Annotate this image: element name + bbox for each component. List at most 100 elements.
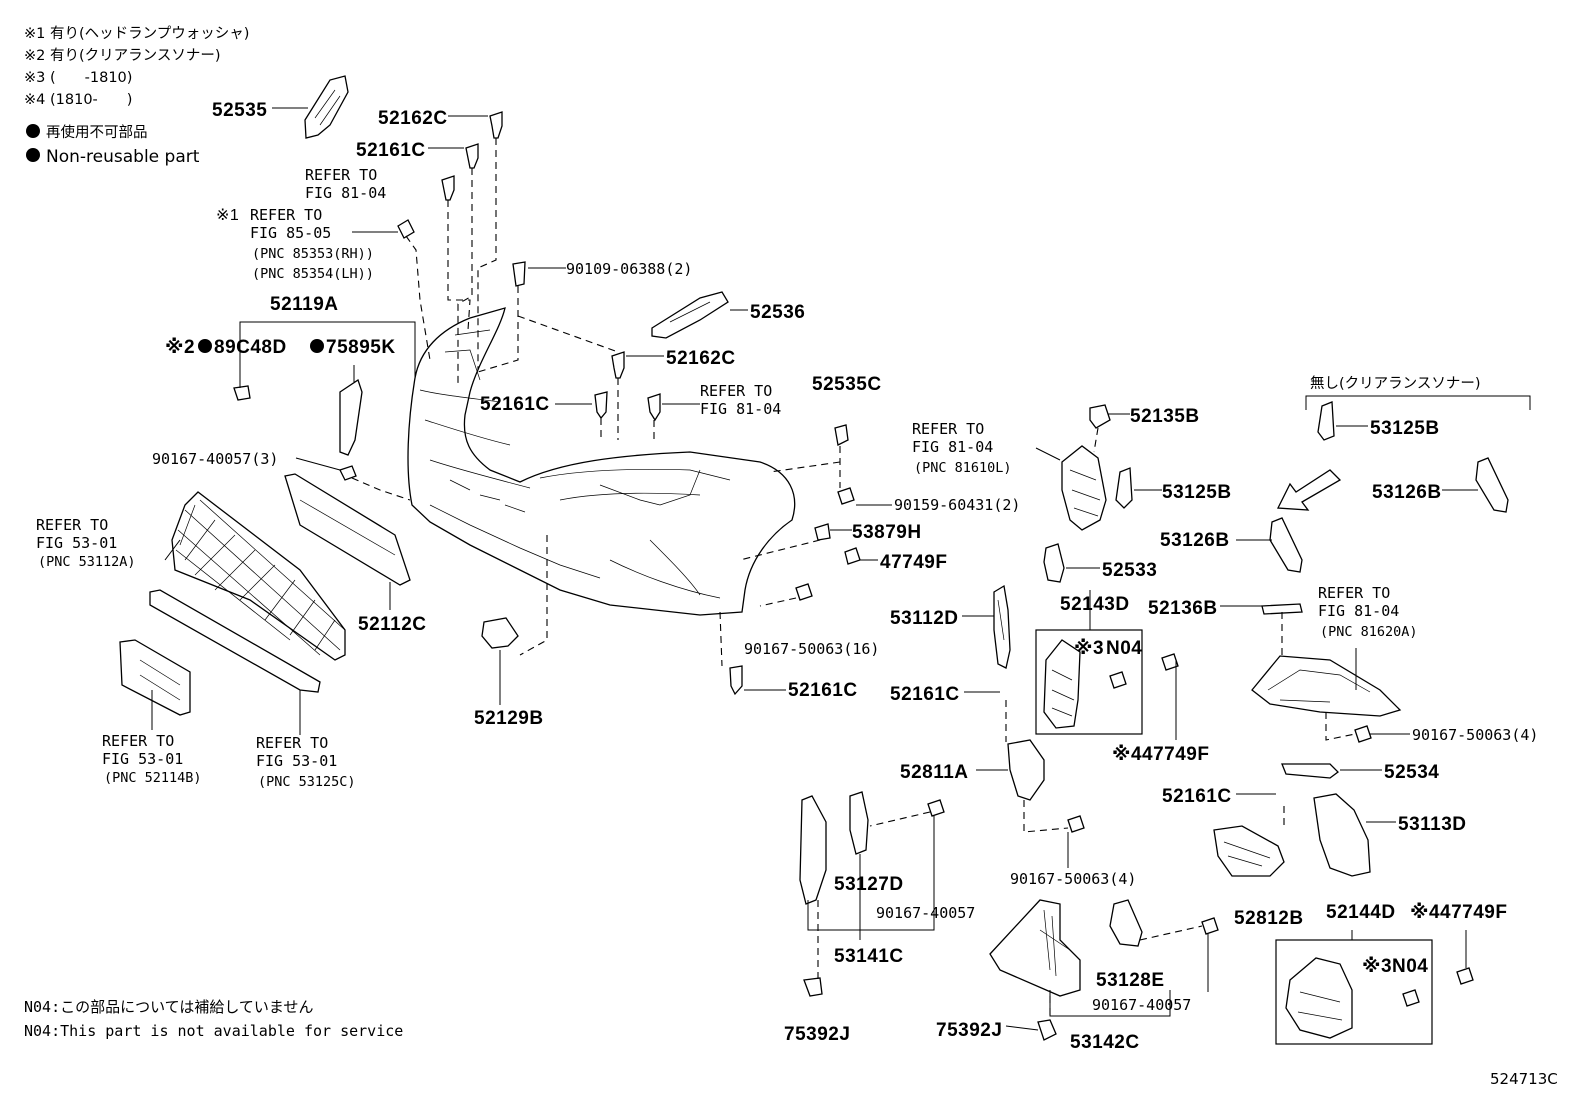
label-52161C-right: 52161C (890, 684, 960, 705)
label-75895K: 75895K (326, 337, 396, 358)
label-75392J-right: 75392J (936, 1020, 1002, 1041)
bracket-52136B (1261, 603, 1303, 615)
cover-53125B-b (1317, 401, 1335, 441)
label-52135B: 52135B (1130, 406, 1200, 427)
ref-3-line-2: FIG 81-04 (700, 400, 781, 418)
label-53113D: 53113D (1398, 814, 1467, 835)
screw-icon (339, 465, 1474, 1007)
ref-8-line-1: REFER TO (256, 734, 328, 752)
arrow-icon (1276, 469, 1342, 511)
label-90167-50063-16: 90167-50063(16) (744, 640, 879, 658)
bumper-reinforcement-strip (339, 378, 363, 456)
ref-2-line-2: FIG 85-05 (250, 224, 331, 242)
bracket-52536 (651, 291, 729, 339)
ref-1-line-1: REFER TO (305, 166, 377, 184)
label-52534: 52534 (1384, 762, 1439, 783)
bracket-52535 (304, 75, 349, 139)
label-53125B-left: 53125B (1162, 482, 1232, 503)
label-N04-a: N04 (1106, 638, 1142, 659)
label-52812B: 52812B (1234, 908, 1304, 929)
front-bumper-cover (407, 307, 796, 616)
bracket-52144D (1275, 939, 1433, 1045)
cover-52129B (481, 617, 519, 649)
ref-4-line-1: REFER TO (36, 516, 108, 534)
label-90167-50063-4-b: 90167-50063(4) (1010, 870, 1136, 888)
label-52129B: 52129B (474, 708, 544, 729)
non-reusable-dot-icon (198, 339, 212, 353)
clip-icon (441, 111, 849, 696)
note-1: ※1 有り(ヘッドランプウォッシャ) (24, 25, 249, 42)
label-52162C-mid: 52162C (666, 348, 736, 369)
diagram-id: 524713C (1490, 1070, 1558, 1088)
cover-53113D (1313, 793, 1371, 877)
license-plate-bracket (284, 473, 411, 586)
non-reusable-dot-icon (26, 124, 40, 138)
label-52811A: 52811A (900, 762, 969, 783)
garnish-53142C (989, 899, 1143, 997)
label-53125B-right: 53125B (1370, 418, 1440, 439)
label-53142C: 53142C (1070, 1032, 1140, 1053)
label-52161C-mid: 52161C (480, 394, 550, 415)
fog-lamp-cover-right (1251, 655, 1402, 717)
label-47749F-mid: 47749F (1142, 744, 1209, 765)
ref-4-line-3: (PNC 53112A) (38, 554, 136, 570)
ref-8-line-2: FIG 53-01 (256, 752, 337, 770)
label-89C48D: 89C48D (214, 337, 287, 358)
label-90167-50063-4-a: 90167-50063(4) (1412, 726, 1538, 744)
mark-1: ※1 (216, 207, 239, 224)
label-90167-40057-a: 90167-40057 (876, 904, 975, 922)
label-53879H: 53879H (852, 522, 922, 543)
label-53141C: 53141C (834, 946, 904, 967)
label-47749F-right: 47749F (1440, 902, 1507, 923)
bracket-52811A (1007, 739, 1045, 801)
mark-4-b: ※4 (1410, 902, 1440, 923)
label-52143D: 52143D (1060, 594, 1130, 615)
grille-molding (149, 589, 321, 693)
note-3: ※3 ( -1810) (24, 70, 132, 86)
bracket-52812B (1213, 825, 1285, 877)
label-53126B-left: 53126B (1160, 530, 1230, 551)
cover-53125B-a (1115, 467, 1133, 509)
label-53112D: 53112D (890, 608, 959, 629)
clip-75392J (803, 977, 1057, 1041)
non-reusable-dot-icon (310, 339, 324, 353)
note-2: ※2 有り(クリアランスソナー) (24, 47, 221, 64)
label-47749F-left: 47749F (880, 552, 947, 573)
label-53128E: 53128E (1096, 970, 1165, 991)
bracket-52533 (1043, 543, 1065, 583)
bracket-53112D (993, 584, 1011, 669)
label-75392J-left: 75392J (784, 1024, 850, 1045)
non-reusable-label-ja: 再使用不可部品 (46, 124, 148, 141)
ref-2-line-1: REFER TO (250, 206, 322, 224)
label-52112C: 52112C (358, 614, 427, 635)
cover-53126B-a (1269, 517, 1303, 573)
label-52161C-low: 52161C (788, 680, 858, 701)
ref-7-line-3: (PNC 52114B) (104, 770, 202, 786)
heading-no-sonar: 無し(クリアランスソナー) (1310, 375, 1481, 392)
mark-3-b: ※3 (1362, 956, 1392, 977)
label-90167-40057-3: 90167-40057(3) (152, 450, 278, 468)
ref-8-line-3: (PNC 53125C) (258, 774, 356, 790)
label-52161C-top: 52161C (356, 140, 426, 161)
label-52161C-rlow: 52161C (1162, 786, 1232, 807)
ref-3-line-1: REFER TO (700, 382, 772, 400)
ref-2-line-4: (PNC 85354(LH)) (252, 266, 374, 282)
label-52535C: 52535C (812, 374, 882, 395)
label-52119A: 52119A (270, 294, 339, 315)
non-reusable-dot-icon (26, 148, 40, 162)
label-90109-06388: 90109-06388(2) (566, 260, 692, 278)
label-53127D: 53127D (834, 874, 904, 895)
ref-7-line-2: FIG 53-01 (102, 750, 183, 768)
ref-5-line-1: REFER TO (912, 420, 984, 438)
dashed-assembly-lines (351, 138, 1356, 1020)
cover-53126B-b (1475, 457, 1509, 513)
label-52162C-top: 52162C (378, 108, 448, 129)
fog-lamp-bracket-52135B (1061, 404, 1111, 531)
ref-6-line-2: FIG 81-04 (1318, 602, 1399, 620)
ref-6-line-1: REFER TO (1318, 584, 1390, 602)
ref-6-line-3: (PNC 81620A) (1320, 624, 1418, 640)
label-52533: 52533 (1102, 560, 1157, 581)
leader-lines (151, 107, 1531, 1031)
footer-n04-en: N04:This part is not available for servi… (24, 1022, 403, 1040)
